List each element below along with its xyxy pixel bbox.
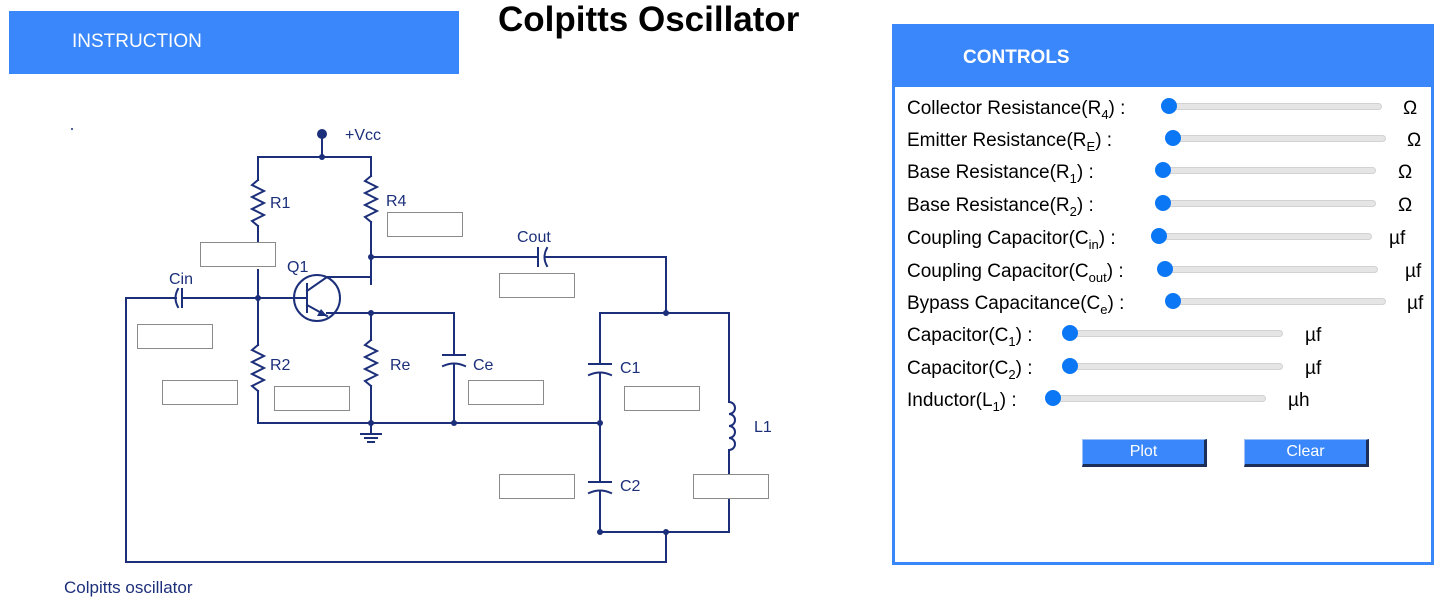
coupling-capacitor-cout-label: Coupling Capacitor(Cout) : [907, 261, 1124, 285]
slider-knob[interactable] [1165, 293, 1181, 309]
base-resistance-r1-label: Base Resistance(R1) : [907, 162, 1094, 186]
slider-knob[interactable] [1045, 390, 1061, 406]
c1-value-box[interactable] [624, 386, 700, 411]
l1-value-box[interactable] [693, 474, 769, 499]
base-resistance-r2-label: Base Resistance(R2) : [907, 195, 1094, 219]
capacitor-c2-unit: µf [1305, 358, 1322, 379]
r2-label: R2 [270, 357, 291, 374]
inductor-label: Inductor(L1) : [907, 390, 1017, 414]
base-resistance-r1-slider[interactable] [1155, 162, 1376, 178]
instruction-bar[interactable]: INSTRUCTION [9, 11, 459, 74]
l1-label: L1 [754, 419, 772, 436]
ce-label: Ce [473, 357, 494, 374]
clear-button[interactable]: Clear [1244, 439, 1369, 467]
inductor-slider[interactable] [1045, 390, 1266, 406]
q1-label: Q1 [287, 259, 308, 276]
re-value-box[interactable] [274, 386, 350, 411]
re-label: Re [390, 357, 411, 374]
r1-label: R1 [270, 195, 291, 212]
slider-knob[interactable] [1161, 98, 1177, 114]
c2-value-box[interactable] [499, 474, 575, 499]
slider-knob[interactable] [1155, 162, 1171, 178]
capacitor-c2-slider[interactable] [1062, 358, 1283, 374]
capacitor-c1-slider[interactable] [1062, 325, 1283, 341]
r2-value-box[interactable] [162, 380, 238, 405]
slider-knob[interactable] [1062, 358, 1078, 374]
collector-resistance-slider[interactable] [1161, 98, 1382, 114]
coupling-capacitor-cout-unit: µf [1405, 261, 1422, 282]
capacitor-c1-unit: µf [1305, 325, 1322, 346]
emitter-resistance-slider[interactable] [1165, 130, 1386, 146]
circuit-caption: Colpitts oscillator [64, 578, 193, 597]
slider-knob[interactable] [1062, 325, 1078, 341]
base-resistance-r1-unit: Ω [1398, 162, 1413, 183]
coupling-capacitor-cin-slider[interactable] [1151, 228, 1372, 244]
base-resistance-r2-slider[interactable] [1155, 195, 1376, 211]
cin-value-box[interactable] [137, 324, 213, 349]
ce-value-box[interactable] [468, 380, 544, 405]
r4-label: R4 [386, 193, 407, 210]
page-title: Colpitts Oscillator [498, 0, 800, 39]
capacitor-c2-label: Capacitor(C2) : [907, 358, 1033, 382]
bypass-capacitance-slider[interactable] [1165, 293, 1386, 309]
cout-value-box[interactable] [499, 273, 575, 298]
controls-title: CONTROLS [963, 47, 1070, 68]
coupling-capacitor-cin-unit: µf [1389, 228, 1406, 249]
plot-button[interactable]: Plot [1082, 439, 1207, 467]
capacitor-c1-label: Capacitor(C1) : [907, 325, 1033, 349]
cin-label: Cin [169, 271, 193, 288]
slider-knob[interactable] [1165, 130, 1181, 146]
bypass-capacitance-unit: µf [1407, 293, 1424, 314]
inductor-unit: µh [1288, 390, 1310, 411]
base-resistance-r2-unit: Ω [1398, 195, 1413, 216]
coupling-capacitor-cin-label: Coupling Capacitor(Cin) : [907, 228, 1116, 252]
collector-resistance-label: Collector Resistance(R4) : [907, 98, 1126, 122]
emitter-resistance-label: Emitter Resistance(RE) : [907, 130, 1113, 154]
circuit-diagram: +Vcc R1 R4 Q1 Cout Cin R2 Re Ce C1 C2 L1 [71, 127, 772, 563]
c2-label: C2 [620, 478, 641, 495]
slider-knob[interactable] [1151, 228, 1167, 244]
vcc-label: +Vcc [345, 127, 381, 144]
r4-value-box[interactable] [387, 212, 463, 237]
cout-label: Cout [517, 229, 551, 246]
r1-value-box[interactable] [200, 242, 276, 267]
coupling-capacitor-cout-slider[interactable] [1157, 261, 1378, 277]
collector-resistance-unit: Ω [1403, 98, 1418, 119]
bypass-capacitance-label: Bypass Capacitance(Ce) : [907, 293, 1125, 317]
controls-panel: CONTROLS Collector Resistance(R4) : Ω Em… [892, 24, 1434, 565]
slider-knob[interactable] [1155, 195, 1171, 211]
emitter-resistance-unit: Ω [1407, 130, 1422, 151]
controls-header: CONTROLS [895, 27, 1431, 87]
c1-label: C1 [620, 360, 641, 377]
instruction-label: INSTRUCTION [72, 31, 202, 52]
slider-knob[interactable] [1157, 261, 1173, 277]
